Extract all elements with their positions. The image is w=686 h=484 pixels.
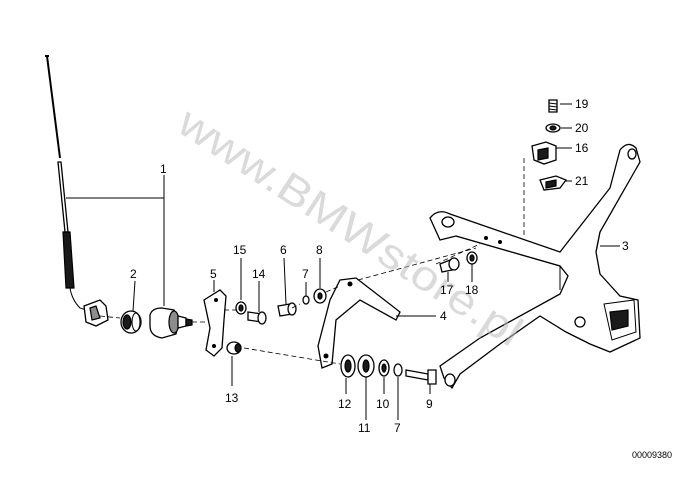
- callout-11: 11: [358, 421, 371, 435]
- callout-2: 2: [130, 267, 137, 281]
- callout-12: 12: [338, 397, 352, 411]
- clip-21: [539, 175, 568, 191]
- callout-3: 3: [622, 239, 629, 253]
- screw-17: [439, 257, 460, 273]
- callout-18: 18: [465, 283, 479, 297]
- callout-7-upper: 7: [302, 267, 309, 281]
- callout-14: 14: [252, 267, 266, 281]
- callout-5: 5: [210, 267, 217, 281]
- nut-8: [313, 288, 327, 304]
- grommet-12: [340, 354, 356, 378]
- screw-6: [277, 302, 297, 317]
- screw-19: [548, 99, 558, 113]
- washer-7-lower: [393, 363, 403, 377]
- washer-20: [545, 123, 561, 133]
- callout-8: 8: [316, 243, 323, 257]
- document-number: 00009380: [632, 450, 672, 460]
- washer-15: [235, 301, 247, 315]
- mounting-plate: [317, 277, 401, 369]
- callout-16: 16: [575, 141, 589, 155]
- antenna-base: [149, 307, 193, 339]
- washer-10: [378, 359, 390, 377]
- bracket-16: [531, 141, 557, 165]
- screw-14: [247, 311, 267, 325]
- callout-17: 17: [440, 283, 454, 297]
- bracket: [203, 289, 227, 357]
- support-frame: [429, 143, 641, 390]
- callout-10: 10: [376, 397, 390, 411]
- bolt-9: [405, 369, 437, 385]
- nut-18: [466, 251, 478, 265]
- grommet: [120, 310, 142, 334]
- callout-1: 1: [160, 162, 167, 176]
- callout-15: 15: [233, 243, 247, 257]
- callout-7-lower: 7: [394, 421, 401, 435]
- callout-9: 9: [426, 397, 433, 411]
- callout-13: 13: [225, 391, 239, 405]
- leader-lines: [66, 103, 620, 420]
- washer-7-upper: [302, 295, 310, 305]
- callout-21: 21: [575, 174, 589, 188]
- callout-6: 6: [280, 243, 287, 257]
- antenna: [45, 55, 109, 327]
- clip: [226, 341, 242, 355]
- callout-4: 4: [440, 309, 447, 323]
- grommet-11: [357, 354, 375, 378]
- callout-20: 20: [575, 121, 589, 135]
- callout-19: 19: [575, 97, 589, 111]
- callout-labels: 1 2 5 15 14 6 7 8 4 3 17 18 19 20 16 21 …: [130, 97, 629, 435]
